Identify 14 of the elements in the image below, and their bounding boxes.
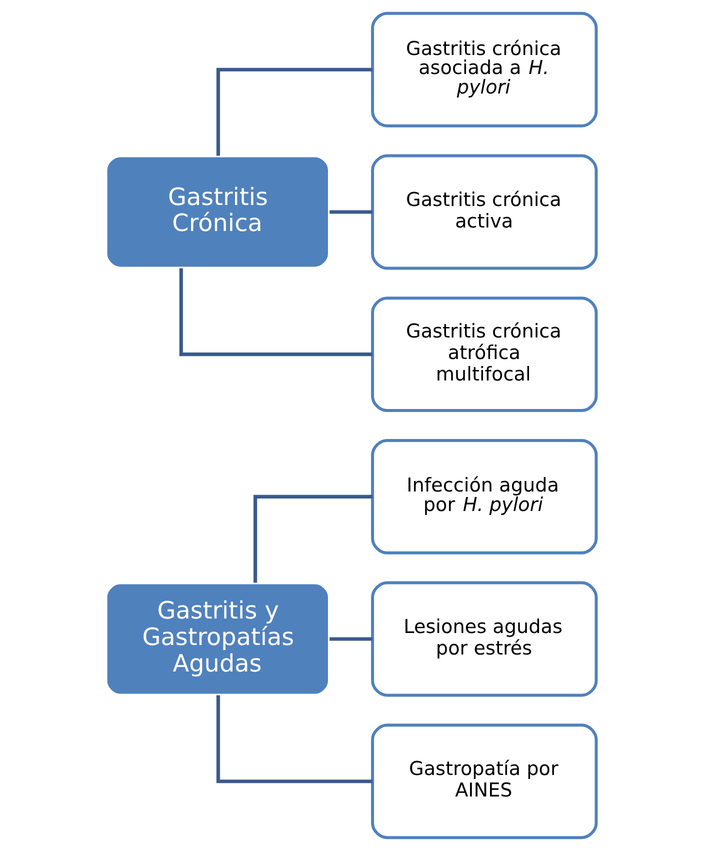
node-box: Gastritis crónica asociada a H. pylori	[371, 12, 598, 128]
node-box: Gastritis Crónica	[104, 154, 331, 270]
connector	[330, 637, 372, 641]
node-box: Infección aguda por H. pylori	[371, 438, 598, 554]
node-box: Gastropatía por AINES	[371, 724, 598, 840]
connector	[179, 268, 372, 356]
connector	[216, 695, 372, 784]
connector	[216, 68, 372, 156]
node-box: Gastritis crónica activa	[371, 154, 598, 270]
node-box: Lesiones agudas por estrés	[371, 581, 598, 697]
connector	[330, 210, 372, 214]
node-box: Gastritis y Gastropatías Agudas	[104, 581, 331, 697]
connector	[254, 494, 373, 583]
node-box: Gastritis crónica atrófica multifocal	[371, 296, 598, 412]
